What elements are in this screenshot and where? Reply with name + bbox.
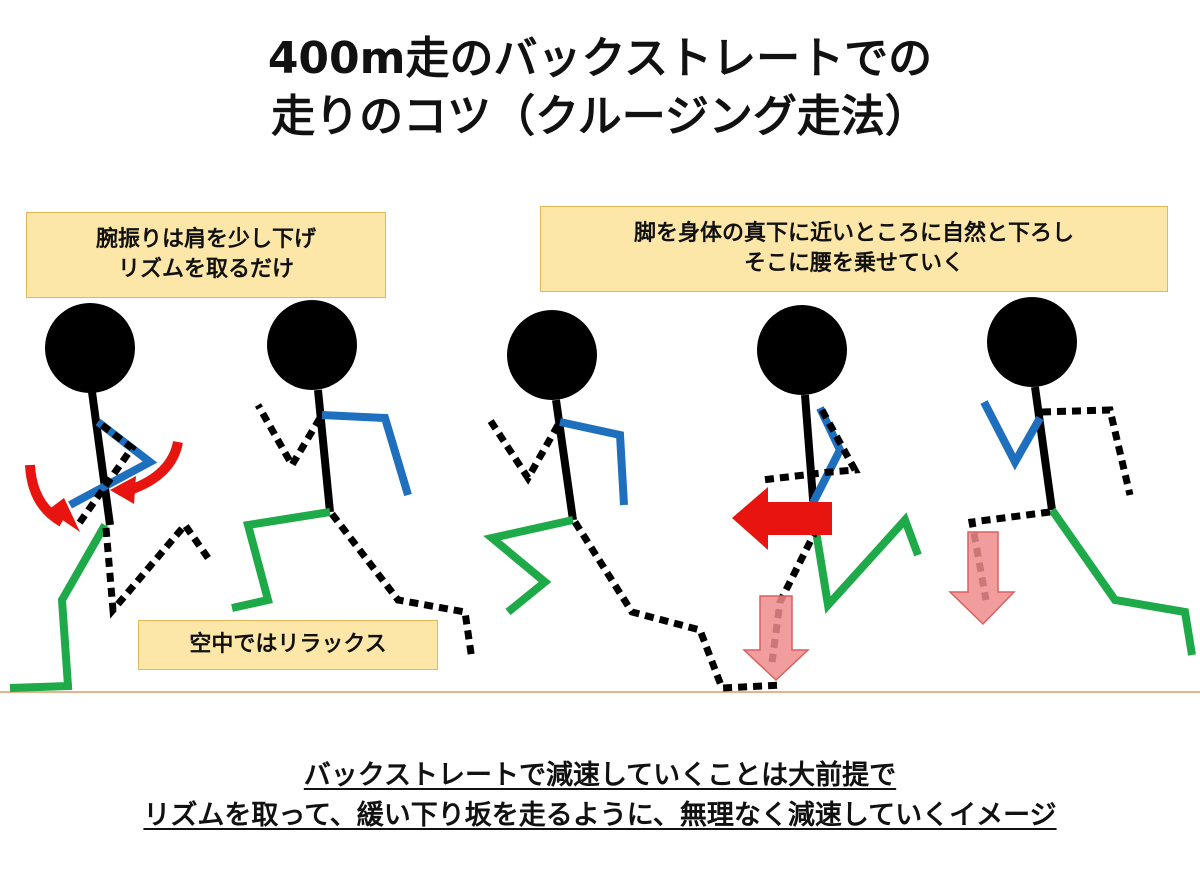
runner-torso <box>1035 387 1052 510</box>
runner-head <box>267 300 357 390</box>
far-arm <box>258 405 320 465</box>
air-relax-callout: 空中ではリラックス <box>138 620 438 670</box>
runner-torso <box>556 400 573 520</box>
far-arm <box>490 420 558 478</box>
near-arm <box>70 422 150 505</box>
runner-figure-3 <box>490 310 782 688</box>
far-arm <box>1042 410 1130 495</box>
runner-figure-4 <box>732 305 918 680</box>
air-callout-text: 空中ではリラックス <box>139 630 437 660</box>
near-arm <box>984 402 1040 462</box>
runner-head <box>987 297 1077 387</box>
runner-head <box>757 305 847 395</box>
near-arm <box>812 408 840 505</box>
near-leg <box>1052 510 1192 655</box>
runner-head <box>507 310 597 400</box>
far-leg <box>575 522 782 688</box>
caption-line-2: リズムを取って、緩い下り坂を走るように、無理なく減速していくイメージ <box>143 800 1056 831</box>
near-leg <box>232 512 330 608</box>
near-leg <box>10 525 105 688</box>
push-down-arrow-icon <box>744 596 808 680</box>
runner-head <box>45 303 135 393</box>
near-arm <box>322 415 408 495</box>
runner-torso <box>318 390 330 512</box>
runner-figure-2 <box>232 300 472 660</box>
bottom-caption: バックストレートで減速していくことは大前提で リズムを取って、緩い下り坂を走るよ… <box>0 756 1200 836</box>
runner-figure-5 <box>950 297 1192 655</box>
near-leg <box>492 520 573 612</box>
far-leg <box>106 525 208 610</box>
push-down-arrow-icon <box>950 532 1014 624</box>
caption-line-1: バックストレートで減速していくことは大前提で <box>304 760 896 791</box>
